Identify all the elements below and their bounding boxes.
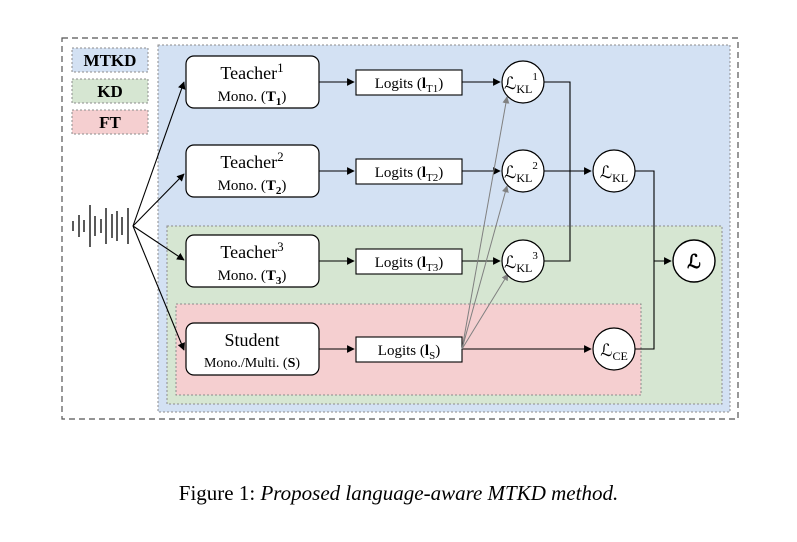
audio-waveform-icon: [72, 205, 129, 247]
logits-t1-label: Logits (lT1): [375, 76, 444, 95]
teacher-1-subtitle: Mono. (T1): [218, 89, 287, 108]
legend-mtkd-label: MTKD: [84, 51, 137, 70]
logits-t2-box: [355, 158, 463, 185]
legend-kd-label: KD: [97, 82, 123, 101]
legend-ft-label: FT: [99, 113, 121, 132]
caption-label: Figure 1:: [178, 481, 256, 505]
ce-loss-label: ℒCE: [600, 341, 628, 363]
total-loss-node: [672, 239, 716, 283]
student-subtitle: Mono./Multi. (S): [204, 356, 300, 371]
logits-t3-label: Logits (lT3): [375, 255, 444, 274]
logits-s-box: [355, 336, 463, 363]
model-to-logits-arrows: [319, 78, 355, 353]
logits-t1-box: [355, 69, 463, 96]
kl-loss-1-label: ℒKL1: [504, 71, 538, 96]
mtkd-diagram: MTKD KD FT Teacher1 Mono. (T1) Teacher2 …: [61, 37, 739, 420]
logits-t2-label: Logits (lT2): [375, 165, 444, 184]
legend-mtkd-swatch: [71, 47, 149, 73]
legend-kd-swatch: [71, 78, 149, 104]
total-combine-lines: [635, 170, 672, 350]
caption-title: Proposed language-aware MTKD method.: [260, 481, 619, 505]
kl-loss-2-label: ℒKL2: [504, 160, 538, 185]
logits-s-label: Logits (lS): [378, 343, 440, 362]
kl-loss-3-label: ℒKL3: [504, 250, 538, 275]
legend-ft-swatch: [71, 109, 149, 135]
kl-total-label: ℒKL: [600, 163, 628, 185]
figure-caption: Figure 1: Proposed language-aware MTKD m…: [0, 481, 797, 506]
outer-frame: [61, 37, 739, 420]
student-to-kl-arrows: [461, 96, 510, 350]
teacher-2-subtitle: Mono. (T2): [218, 178, 287, 197]
student-title: Student: [224, 330, 279, 350]
teacher-3-title: Teacher3: [220, 239, 283, 262]
teacher-3-subtitle: Mono. (T3): [218, 268, 287, 287]
teacher-2-title: Teacher2: [220, 149, 283, 172]
total-loss-label: ℒ: [687, 252, 701, 273]
input-arrows: [132, 81, 186, 351]
kl-combine-lines: [544, 81, 592, 262]
teacher-1-title: Teacher1: [220, 60, 283, 83]
